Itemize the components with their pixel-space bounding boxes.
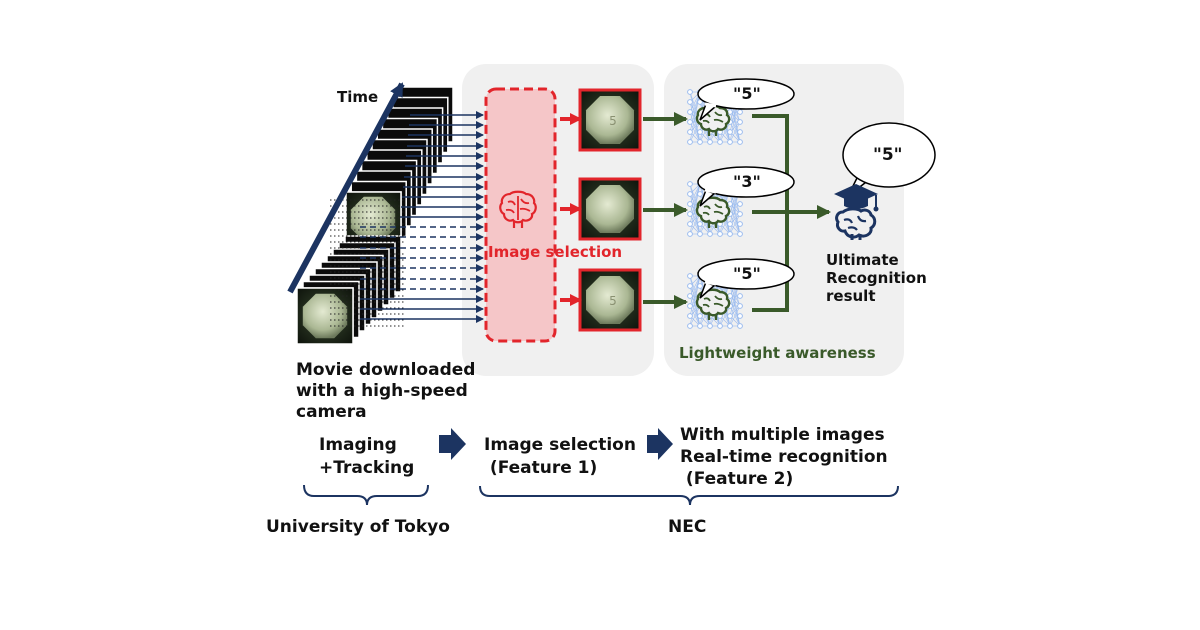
frame-stack-upper bbox=[345, 86, 454, 248]
graduation-brain-icon bbox=[834, 184, 879, 240]
bubble-text-2: "3" bbox=[733, 172, 761, 191]
org-nec: NEC bbox=[668, 517, 707, 537]
time-arrow bbox=[287, 82, 405, 294]
ultimate-label-line-3: result bbox=[826, 287, 876, 305]
step-3-line-1: With multiple images bbox=[680, 425, 885, 445]
step-1-line-2: +Tracking bbox=[319, 458, 415, 478]
selected-die bbox=[586, 185, 634, 233]
camera-caption-line-1: Movie downloaded bbox=[296, 360, 476, 380]
step-1-line-1: Imaging bbox=[319, 435, 397, 455]
ultimate-label-line-1: Ultimate bbox=[826, 251, 899, 269]
brain-icon-green bbox=[695, 288, 731, 320]
lightweight-awareness-label: Lightweight awareness bbox=[679, 344, 876, 362]
bubble-text-1: "5" bbox=[733, 84, 761, 103]
final-result-text: "5" bbox=[873, 145, 903, 165]
brain-icon-selection bbox=[499, 190, 537, 228]
image-selection-label: Image selection bbox=[488, 243, 623, 261]
org-university-of-tokyo: University of Tokyo bbox=[266, 517, 450, 537]
step-2-line-1: Image selection bbox=[484, 435, 636, 455]
selected-die: 5 bbox=[586, 96, 634, 144]
die-face-number: 5 bbox=[609, 294, 617, 308]
time-label: Time bbox=[337, 88, 379, 106]
camera-caption-line-2: with a high-speed bbox=[296, 381, 468, 401]
brace-left bbox=[303, 484, 429, 506]
camera-caption-line-3: camera bbox=[296, 402, 367, 422]
selected-frames: 55 bbox=[578, 88, 642, 332]
selected-die: 5 bbox=[586, 276, 634, 324]
die-image bbox=[302, 293, 348, 339]
brain-icon-green bbox=[695, 196, 731, 228]
step-3-line-2: Real-time recognition bbox=[680, 447, 888, 467]
speech-bubble-2 bbox=[697, 166, 795, 207]
step-2-line-2: (Feature 1) bbox=[484, 458, 598, 478]
speech-bubble-3 bbox=[697, 258, 795, 299]
die-image bbox=[350, 196, 396, 242]
step-arrow-1 bbox=[439, 428, 466, 460]
frame-arrows bbox=[360, 111, 484, 323]
step-3-line-3: (Feature 2) bbox=[680, 469, 794, 489]
brace-right bbox=[479, 485, 899, 506]
bubble-text-3: "5" bbox=[733, 264, 761, 283]
image-selection-box bbox=[484, 87, 557, 343]
speech-bubble-1 bbox=[697, 78, 795, 121]
step-arrow-2 bbox=[647, 428, 673, 460]
die-face-number: 5 bbox=[609, 114, 617, 128]
ultimate-label-line-2: Recognition bbox=[826, 269, 927, 287]
